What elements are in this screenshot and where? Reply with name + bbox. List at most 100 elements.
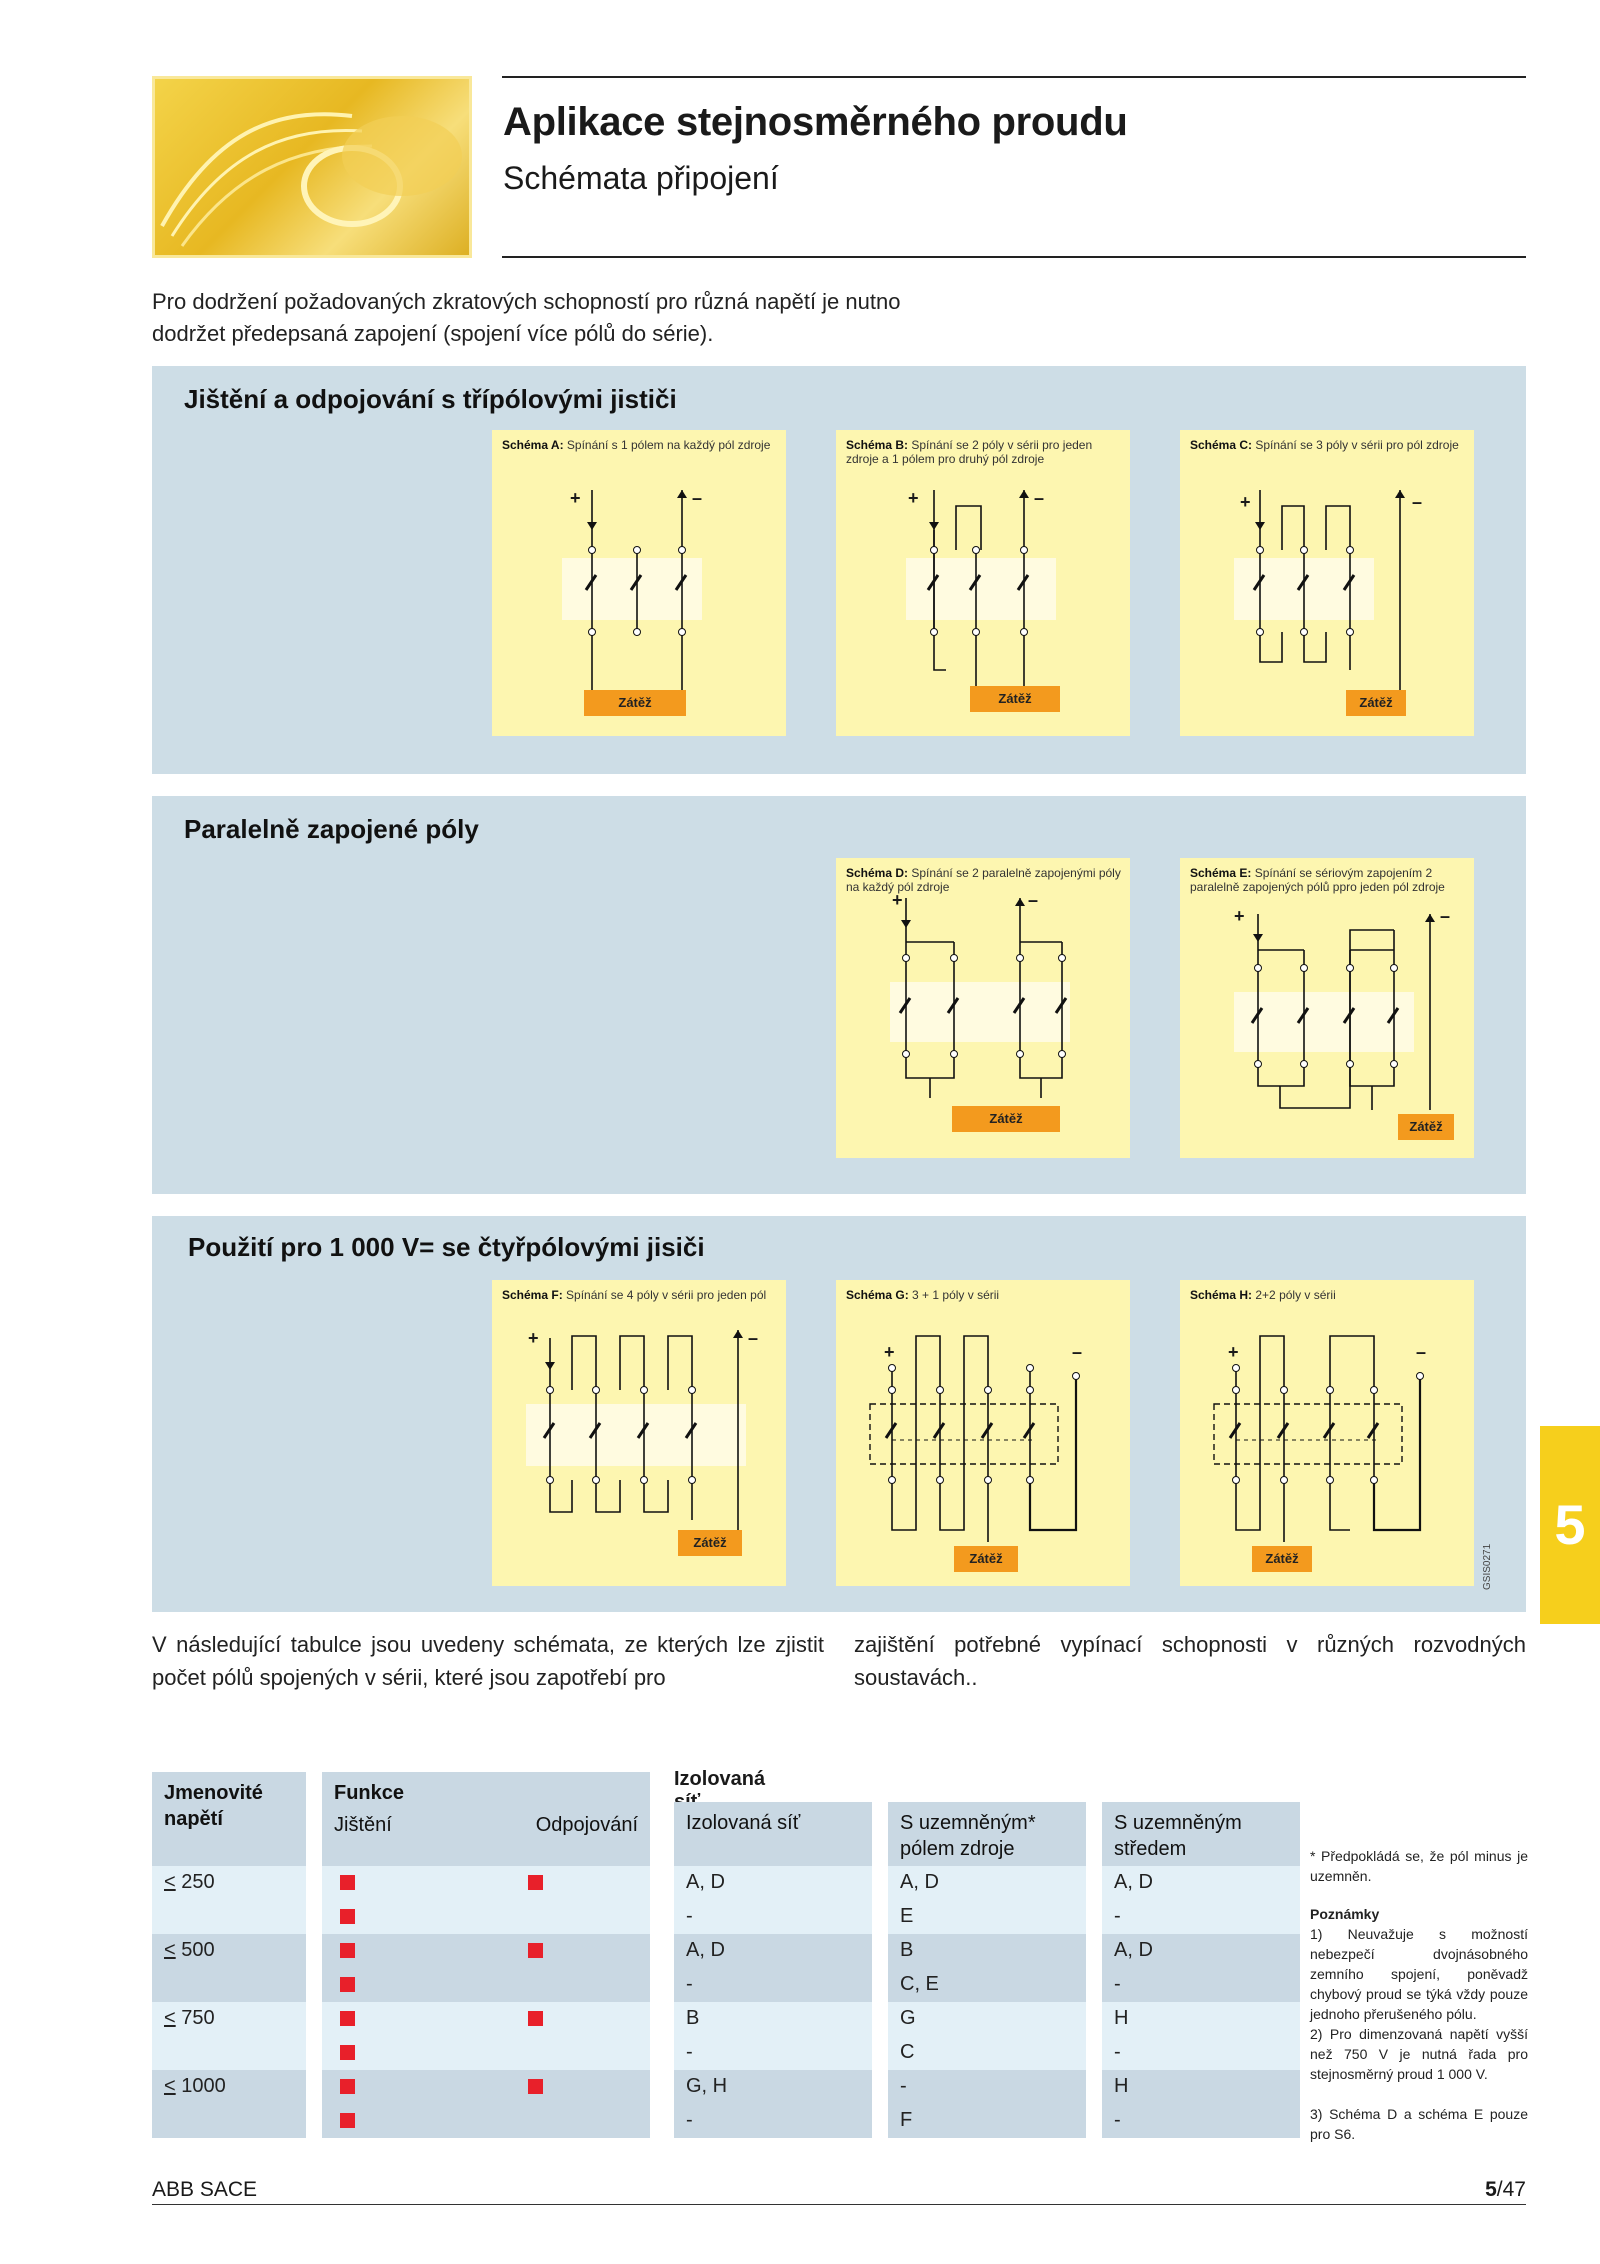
note-1: 1) Neuvažuje s možností nebezpečí dvojná… <box>1310 1926 1528 2022</box>
table-row-band <box>152 1968 306 2002</box>
table-cell-gmid: - <box>1114 1905 1121 1927</box>
th-grounded-mid: S uzemněným středem <box>1102 1802 1300 1866</box>
table-cell-gmid: - <box>1114 2109 1121 2131</box>
marker-disconnect <box>528 2011 543 2026</box>
scheme-e: Schéma E: Spínání se sériovým zapojením … <box>1180 858 1474 1158</box>
table-cell-gmid: H <box>1114 2075 1129 2097</box>
marker-disconnect <box>528 1943 543 1958</box>
table-cell-voltage <box>152 2036 306 2070</box>
table-row-band <box>322 2002 650 2036</box>
marker-protection <box>340 1977 355 1992</box>
note-2: 2) Pro dimenzovaná napětí vyšší než 750 … <box>1310 2026 1528 2082</box>
intro-text: Pro dodržení požadovaných zkratových sch… <box>152 289 901 346</box>
load-label: Zátěž <box>678 1530 742 1556</box>
marker-disconnect <box>528 1875 543 1890</box>
minus-sign: – <box>692 488 703 508</box>
table-cell-iso: - <box>686 2041 693 2063</box>
table-row-band <box>152 1934 306 1968</box>
footer-brand: ABB SACE <box>152 2178 258 2201</box>
plus-sign: + <box>884 1342 895 1362</box>
table-cell-voltage: < 250 <box>164 1871 215 1893</box>
scheme-g-diagram <box>869 1335 1080 1542</box>
load-label: Zátěž <box>584 690 686 716</box>
th-grounded-pole: S uzemněným* pólem zdroje <box>888 1802 1086 1866</box>
table-cell-iso: A, D <box>686 1871 725 1893</box>
section-title: Jištění a odpojování s třípólovými jisti… <box>184 384 677 414</box>
table-cell-gmid: H <box>1114 2007 1129 2029</box>
table-cell-gmid: - <box>1114 1973 1121 1995</box>
paragraph-left: V následující tabulce jsou uvedeny schém… <box>152 1632 824 1690</box>
table-row-band <box>674 2002 872 2036</box>
table-cell-gmid: A, D <box>1114 1871 1153 1893</box>
scheme-caption: Schéma B: Spínání se 2 póly v sérii pro … <box>846 438 1093 466</box>
figure-code: GSIS0271 <box>1482 1543 1493 1590</box>
plus-sign: + <box>908 488 919 508</box>
header-rule-top <box>502 76 1526 78</box>
notes-heading: Poznámky <box>1310 1906 1380 1922</box>
paragraph-right: zajištění potřebné vypínací schopnosti v… <box>854 1632 1526 1690</box>
th-voltage: Jmenovité napětí <box>152 1772 306 1866</box>
table-row-band <box>1102 2002 1300 2036</box>
table-row-band <box>888 1968 1086 2002</box>
table-row-band <box>888 2036 1086 2070</box>
table-row-band <box>1102 1900 1300 1934</box>
table-cell-voltage: < 500 <box>164 1939 215 1961</box>
scheme-f: Schéma F: Spínání se 4 póly v sérii pro … <box>492 1280 786 1586</box>
load-label: Zátěž <box>1398 1114 1454 1140</box>
th-disconnect: Odpojování <box>535 1814 638 1836</box>
load-label: Zátěž <box>954 1546 1018 1572</box>
scheme-caption: Schéma F: Spínání se 4 póly v sérii pro … <box>502 1288 767 1302</box>
table-row-band <box>322 2036 650 2070</box>
table-row-band <box>152 2036 306 2070</box>
table-row-band <box>888 1934 1086 1968</box>
table-cell-iso: - <box>686 2109 693 2131</box>
scheme-d: Schéma D: Spínání se 2 paralelně zapojen… <box>836 858 1130 1158</box>
table-row-band <box>674 2036 872 2070</box>
scheme-caption: Schéma G: 3 + 1 póly v sérii <box>846 1288 1000 1302</box>
table-cell-iso: B <box>686 2007 700 2029</box>
th-function-sub: Jištění Odpojování <box>334 1812 638 1838</box>
marker-protection <box>340 2045 355 2060</box>
table-cell-iso: - <box>686 1905 693 1927</box>
table-row-band <box>888 2104 1086 2138</box>
note-3: 3) Schéma D a schéma E pouze pro S6. <box>1310 2106 1528 2142</box>
table-row-band <box>1102 2036 1300 2070</box>
table-cell-iso: - <box>686 1973 693 1995</box>
header-image <box>152 76 472 258</box>
minus-sign: – <box>1034 488 1045 508</box>
scheme-h-diagram <box>1213 1335 1424 1542</box>
scheme-c: Schéma C: Spínání se 3 póly v sérii pro … <box>1180 430 1474 736</box>
section-three-pole: Jištění a odpojování s třípólovými jisti… <box>152 366 1526 774</box>
table-cell-gpole: - <box>900 2075 907 2097</box>
table-row-band <box>322 1968 650 2002</box>
minus-sign: – <box>1072 1342 1083 1362</box>
table-cell-gpole: E <box>900 1905 914 1927</box>
scheme-caption: Schéma C: Spínání se 3 póly v sérii pro … <box>1190 438 1459 452</box>
marker-protection <box>340 2079 355 2094</box>
table-row-band <box>674 1968 872 2002</box>
table-row-band <box>1102 1934 1300 1968</box>
table-row-band <box>152 1900 306 1934</box>
table-row-band <box>1102 2104 1300 2138</box>
th-protection: Jištění <box>334 1814 392 1836</box>
note-asterisk: * Předpokládá se, že pól minus je uzemně… <box>1310 1848 1528 1884</box>
table-cell-iso: A, D <box>686 1939 725 1961</box>
scheme-b-diagram <box>906 490 1056 701</box>
table-row-band <box>152 1866 306 1900</box>
table-row-band <box>674 2070 872 2104</box>
minus-sign: – <box>1028 890 1039 910</box>
marker-protection <box>340 2113 355 2128</box>
scheme-a-diagram <box>562 490 702 701</box>
table-row-band <box>152 2002 306 2036</box>
table-cell-voltage: < 750 <box>164 2007 215 2029</box>
table-cell-voltage <box>152 1900 306 1934</box>
table-cell-gpole: C <box>900 2041 915 2063</box>
page-number: 5/47 <box>1485 2178 1526 2201</box>
plus-sign: + <box>528 1328 539 1348</box>
scheme-e-diagram <box>1234 914 1435 1110</box>
scheme-b: Schéma B: Spínání se 2 póly v sérii pro … <box>836 430 1130 736</box>
scheme-f-diagram <box>526 1330 746 1542</box>
table-row-band <box>674 1900 872 1934</box>
footer-rule <box>152 2204 1526 2205</box>
table-cell-gpole: C, E <box>900 1973 939 1995</box>
